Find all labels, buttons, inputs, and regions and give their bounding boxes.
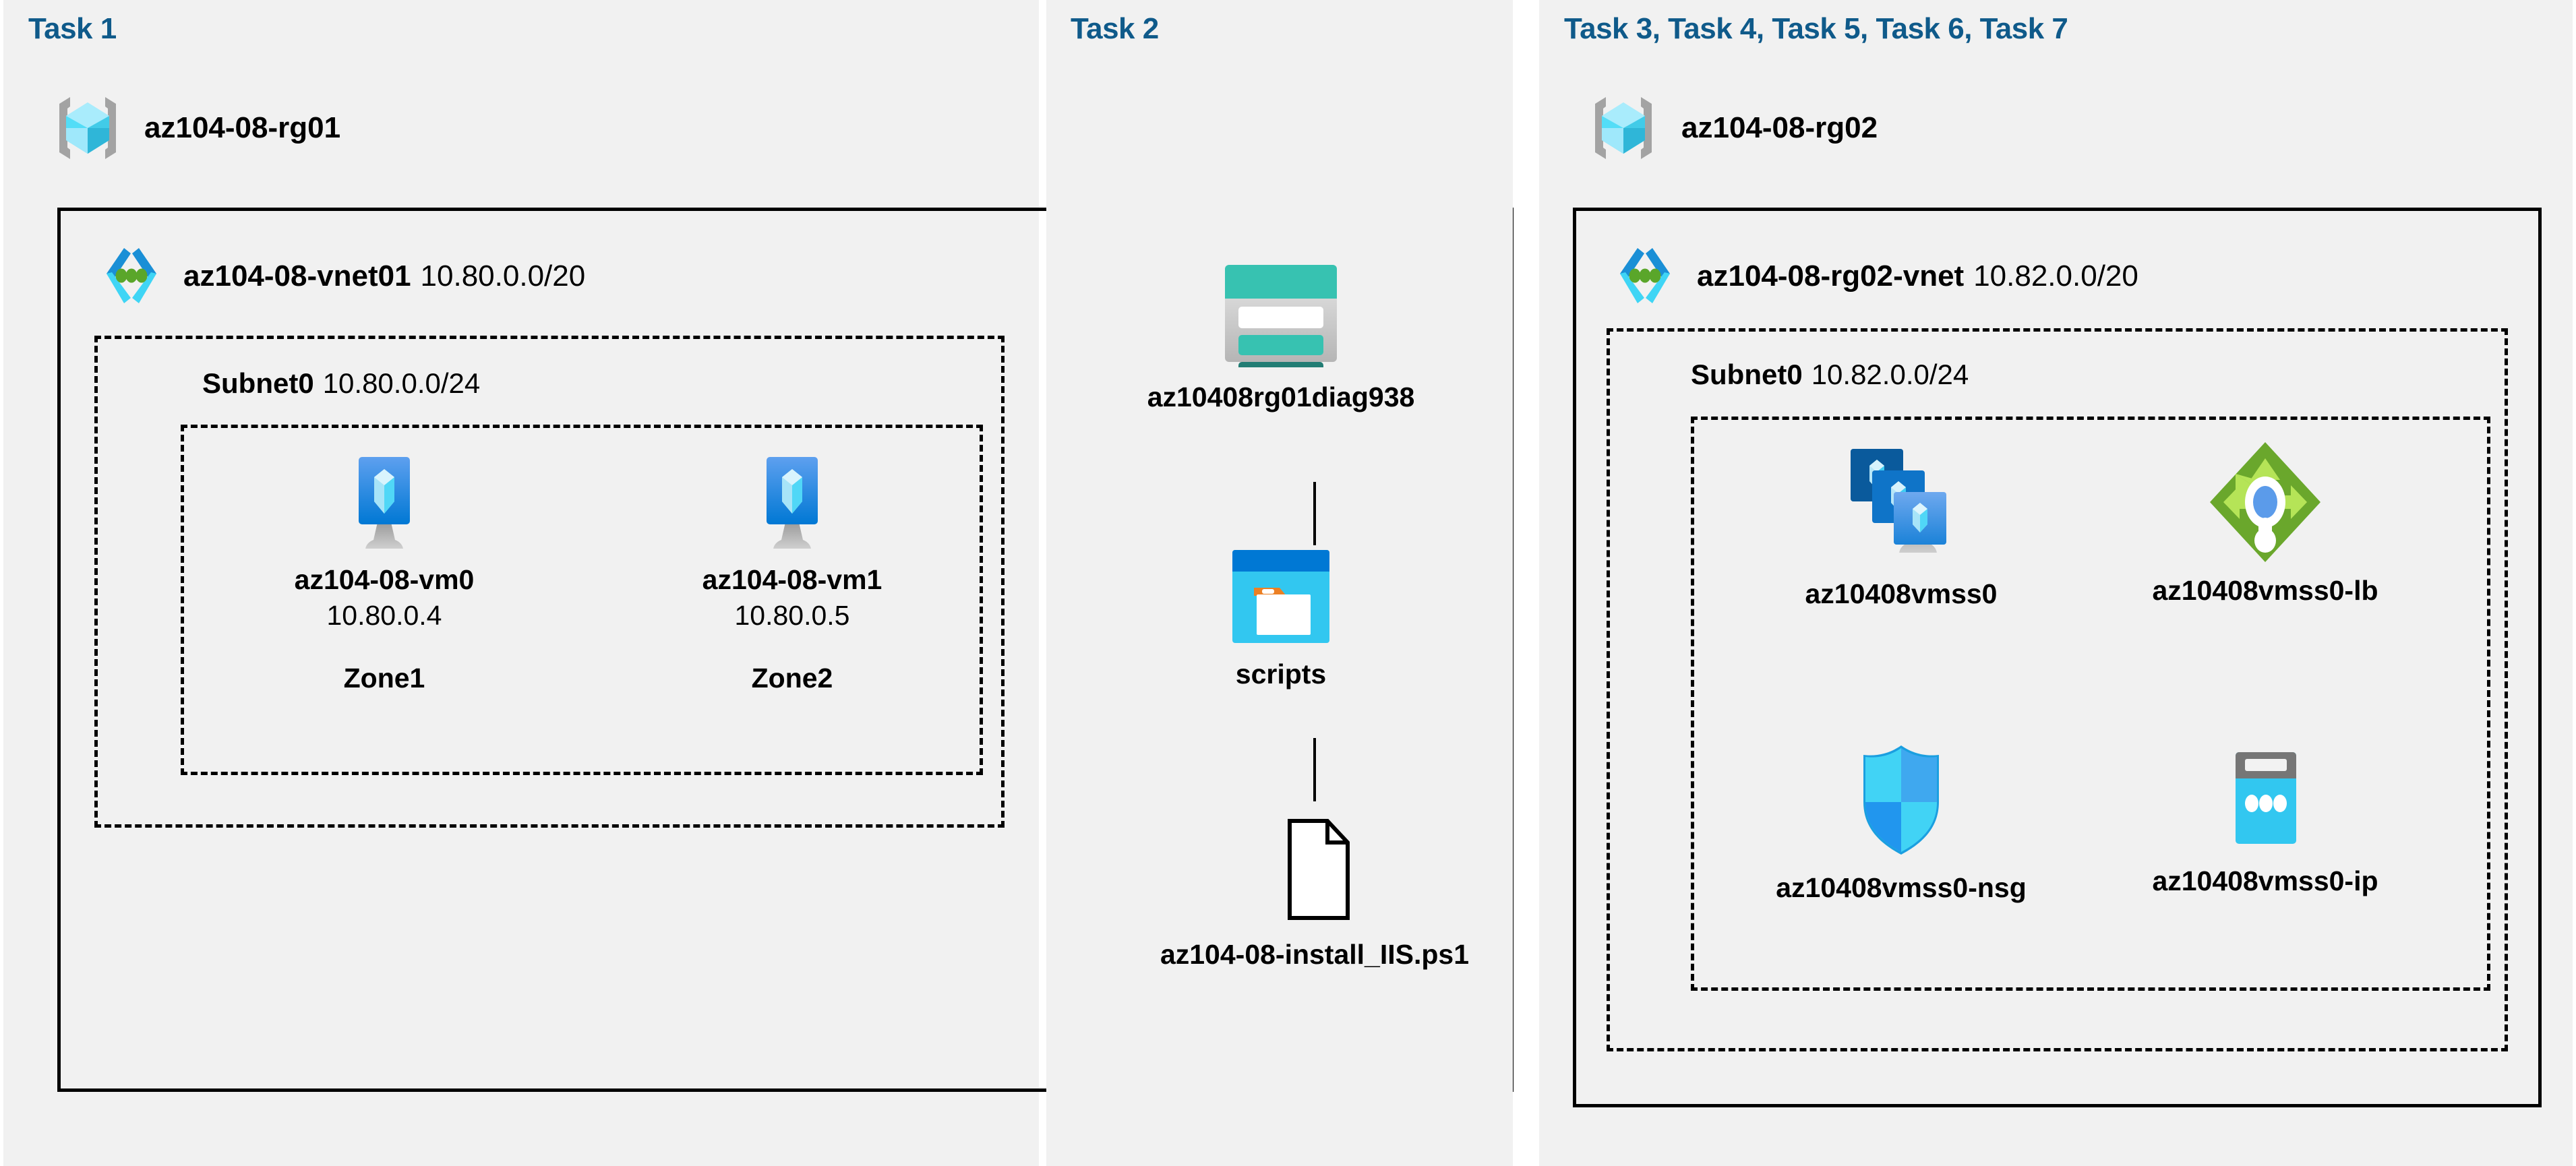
task3-public-ip-name: az10408vmss0-ip [2152, 865, 2378, 896]
task1-vnet-name: az104-08-vnet01 [183, 259, 411, 293]
task3-subnet-box [1607, 328, 2508, 1051]
task2-blob-container[interactable]: scripts [1207, 546, 1355, 690]
task3-subnet-cidr: 10.82.0.0/24 [1811, 359, 1969, 390]
task3-heading: Task 3, Task 4, Task 5, Task 6, Task 7 [1564, 12, 2068, 45]
task1-resource-group: az104-08-rg01 [47, 88, 340, 168]
task3-vm-scale-set-name: az10408vmss0 [1805, 578, 1998, 609]
task2-script-file-name: az104-08-install_IIS.ps1 [1160, 939, 1470, 970]
virtual-network-icon [1608, 243, 1682, 310]
file-icon [1267, 816, 1362, 923]
task1-panel [3, 0, 1039, 1166]
task2-storage-account-name: az10408rg01diag938 [1147, 381, 1415, 412]
blob-container-icon [1227, 546, 1335, 647]
task1-vm-1[interactable]: az104-08-vm1 10.80.0.5 Zone2 [698, 453, 887, 694]
task3-resource-group: az104-08-rg02 [1583, 88, 1878, 168]
task3-vnet-header: az104-08-rg02-vnet 10.82.0.0/20 [1608, 243, 2138, 310]
task3-vnet-cidr: 10.82.0.0/20 [1973, 259, 2138, 293]
virtual-machine-icon [748, 453, 836, 554]
task3-subnet-name: Subnet0 [1691, 359, 1803, 390]
task1-vm-0[interactable]: az104-08-vm0 10.80.0.4 Zone1 [290, 453, 479, 694]
vm-scale-set-icon [1837, 445, 1965, 570]
task3-resource-group-label: az104-08-rg02 [1681, 111, 1878, 144]
task1-subnet-name: Subnet0 [202, 367, 314, 399]
task1-vm-0-name: az104-08-vm0 [294, 564, 475, 595]
resource-group-icon [1583, 88, 1664, 168]
virtual-machine-icon [340, 453, 428, 554]
task2-blob-container-name: scripts [1235, 658, 1327, 689]
task1-resource-group-label: az104-08-rg01 [144, 111, 341, 144]
virtual-network-icon [94, 243, 169, 310]
task1-vm-0-zone: Zone1 [343, 662, 425, 694]
task1-vnet-cidr: 10.80.0.0/20 [420, 259, 586, 293]
task2-connector-scripts-to-file [1313, 738, 1316, 801]
task3-vnet-box [1573, 208, 2542, 1107]
storage-account-icon [1217, 259, 1345, 367]
task2-script-file[interactable]: az104-08-install_IIS.ps1 [1126, 816, 1503, 971]
task3-load-balancer[interactable]: az10408vmss0-lb [2110, 438, 2420, 607]
task2-heading: Task 2 [1071, 12, 1159, 45]
load-balancer-icon [2205, 438, 2326, 566]
task3-vm-scale-set[interactable]: az10408vmss0 [1760, 445, 2043, 610]
resource-group-icon [47, 88, 128, 168]
task3-network-security-group[interactable]: az10408vmss0-nsg [1753, 741, 2049, 904]
task1-vm-0-ip: 10.80.0.4 [326, 599, 442, 631]
task3-subnet-label: Subnet0 10.82.0.0/24 [1691, 359, 1969, 391]
task3-network-security-group-name: az10408vmss0-nsg [1776, 872, 2027, 903]
public-ip-address-icon [2217, 748, 2314, 853]
task3-resource-group-box [1691, 417, 2490, 991]
task1-vm-1-name: az104-08-vm1 [702, 564, 882, 595]
task1-heading: Task 1 [28, 12, 117, 45]
task3-vnet-name: az104-08-rg02-vnet [1697, 259, 1965, 293]
network-security-group-icon [1853, 741, 1950, 859]
task2-storage-account[interactable]: az10408rg01diag938 [1147, 259, 1414, 413]
task3-load-balancer-name: az10408vmss0-lb [2152, 575, 2378, 606]
task1-vnet-header: az104-08-vnet01 10.80.0.0/20 [94, 243, 585, 310]
task3-public-ip[interactable]: az10408vmss0-ip [2117, 748, 2414, 897]
task1-vm-1-zone: Zone2 [751, 662, 833, 694]
task2-connector-storage-to-scripts [1313, 482, 1316, 545]
task1-vm-group-box [181, 425, 983, 775]
task1-subnet-cidr: 10.80.0.0/24 [322, 367, 481, 399]
task3-panel [1539, 0, 2573, 1166]
task1-vm-1-ip: 10.80.0.5 [734, 599, 850, 631]
task1-subnet-box [94, 336, 1005, 828]
